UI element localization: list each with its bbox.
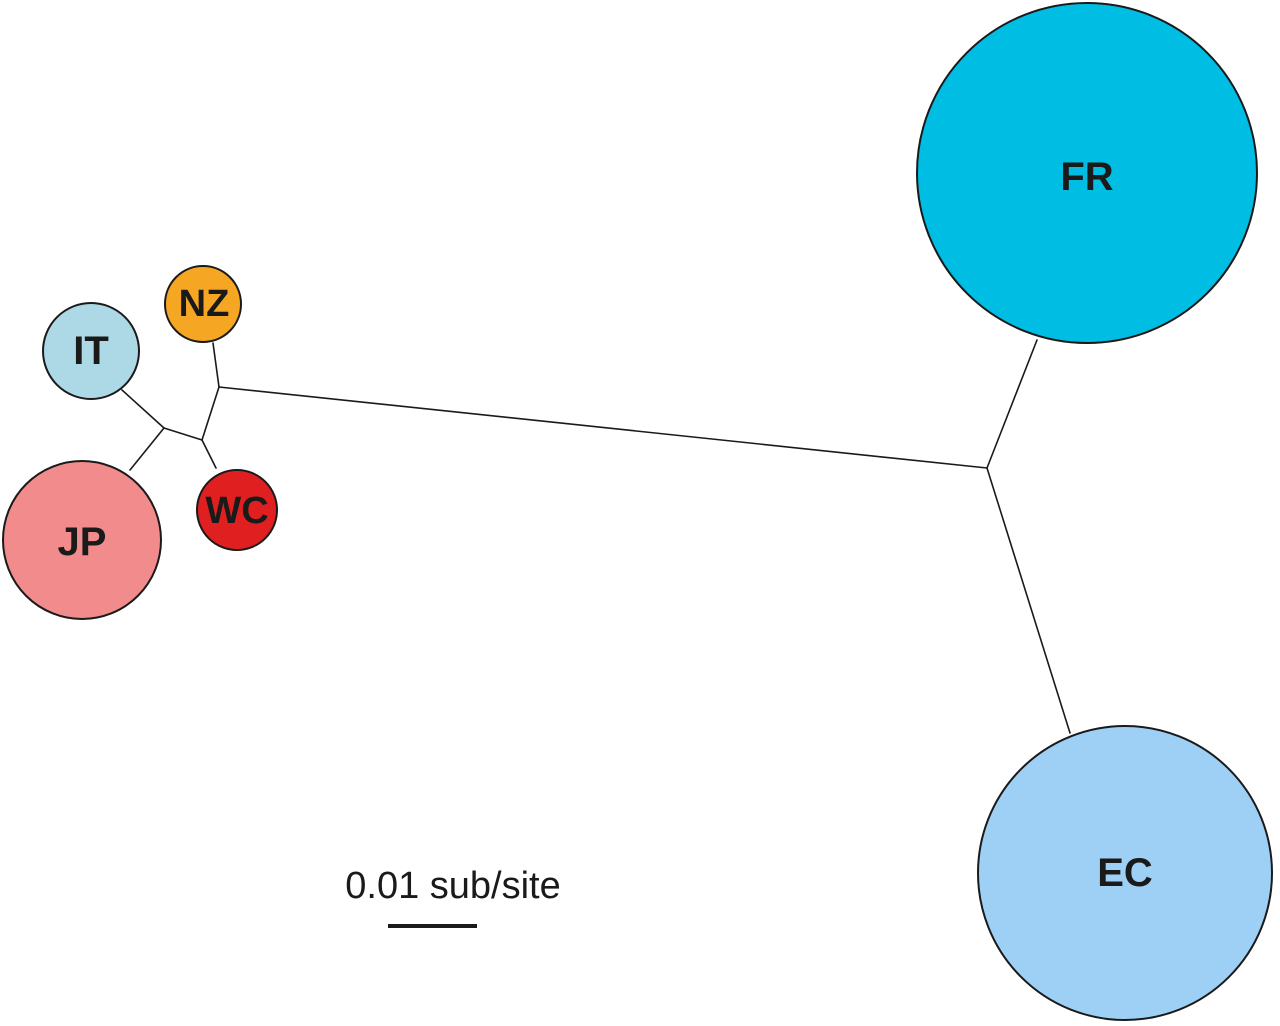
node-ec-circle — [977, 725, 1273, 1021]
node-wc: WC — [196, 469, 278, 551]
node-it-label: IT — [73, 329, 109, 373]
scale-bar-group: 0.01 sub/site — [345, 865, 561, 928]
node-nz: NZ — [164, 265, 242, 343]
node-ec-label: EC — [1097, 851, 1153, 895]
branch-wc — [201, 439, 217, 469]
node-wc-circle — [196, 469, 278, 551]
node-nz-label: NZ — [179, 283, 230, 325]
node-it: IT — [42, 302, 140, 400]
node-fr-label: FR — [1060, 155, 1113, 199]
node-jp-circle — [2, 460, 162, 620]
node-jp-label: JP — [58, 520, 107, 564]
branch-long-internal — [218, 386, 988, 469]
node-fr-circle — [916, 2, 1258, 344]
branch-fr — [986, 339, 1038, 469]
branch-internal-left — [163, 427, 203, 441]
branch-nz — [212, 342, 220, 388]
node-ec: EC — [977, 725, 1273, 1021]
node-fr: FR — [916, 2, 1258, 344]
node-jp: JP — [2, 460, 162, 620]
node-wc-label: WC — [205, 490, 268, 532]
tree-branches — [121, 339, 1071, 734]
branch-internal-upper — [201, 386, 220, 441]
node-nz-circle — [164, 265, 242, 343]
branch-ec — [986, 467, 1071, 734]
node-it-circle — [42, 302, 140, 400]
scale-bar-label: 0.01 sub/site — [345, 865, 560, 907]
branch-it — [121, 389, 165, 429]
branch-jp — [129, 427, 165, 471]
